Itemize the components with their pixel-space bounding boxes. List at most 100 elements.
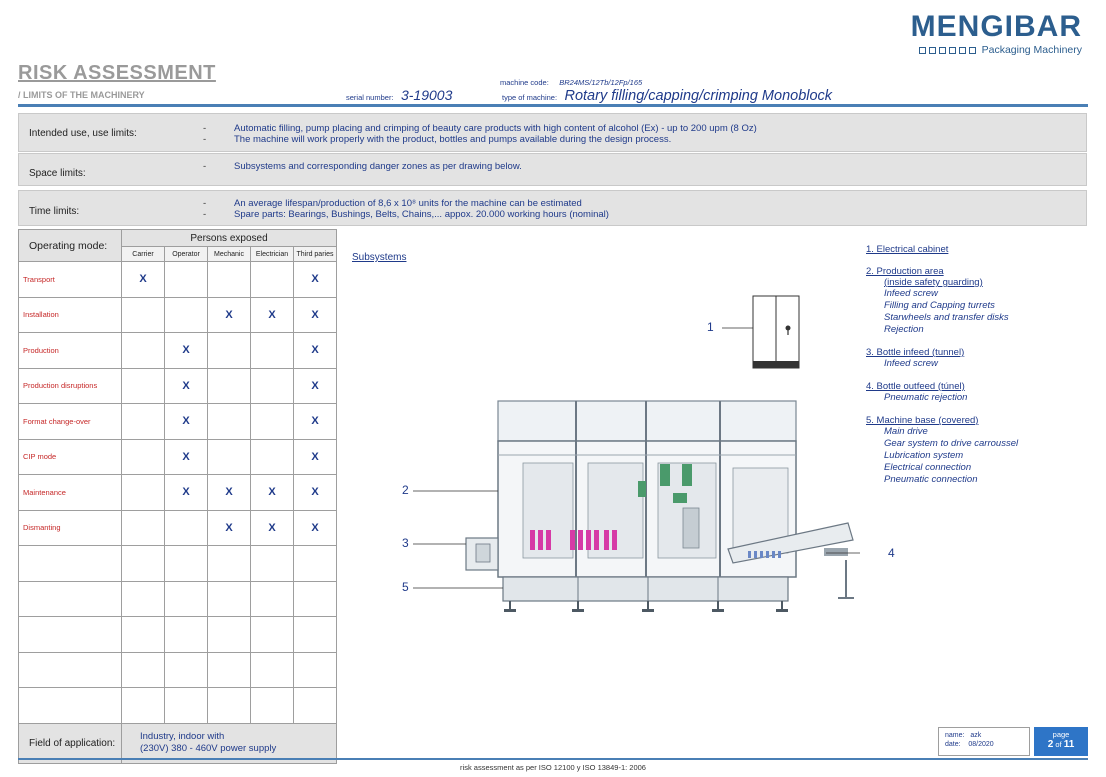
machine-code-block: machine code: BR24MS/12Tb/12Fp/165 <box>500 72 642 90</box>
legend-sub: (inside safety guarding) <box>884 277 983 288</box>
limit-row-intended-use: Intended use, use limits: - - Automatic … <box>18 113 1087 152</box>
operating-mode-name: CIP mode <box>18 438 122 475</box>
subsystems-title: Subsystems <box>352 252 407 263</box>
legend-item: Gear system to drive carroussel <box>884 438 1019 449</box>
exposure-mark: X <box>293 403 337 440</box>
machine-type-value: Rotary filling/capping/crimping Monobloc… <box>564 88 833 104</box>
exposure-mark <box>207 687 251 724</box>
operating-mode-name: Transport <box>18 261 122 298</box>
legend-item: Infeed screw <box>884 288 938 299</box>
callout-leaders <box>413 327 860 589</box>
logo-tagline-row: Packaging Machinery <box>911 44 1082 56</box>
operating-mode-name: Maintenance <box>18 474 122 511</box>
exposure-mark: X <box>293 474 337 511</box>
exposure-mark <box>207 651 251 688</box>
exposure-mark <box>164 296 208 333</box>
col-operator: Operator <box>164 246 208 262</box>
operating-mode-name <box>18 580 122 617</box>
exposure-mark: X <box>164 332 208 369</box>
callout-5: 5 <box>402 580 409 594</box>
persons-exposed-header: Persons exposed <box>121 228 337 248</box>
legend-head: 2. Production area <box>866 266 944 277</box>
legend-head: 3. Bottle infeed (tunnel) <box>866 347 965 358</box>
exposure-mark <box>250 332 294 369</box>
footer-rule <box>18 758 1088 760</box>
callout-4: 4 <box>888 546 895 560</box>
operating-mode-header: Operating mode: <box>18 229 122 262</box>
machine-code-label: machine code: <box>500 78 549 87</box>
exposure-mark: X <box>164 403 208 440</box>
callout-1: 1 <box>707 320 714 334</box>
operating-mode-name: Production disruptions <box>18 367 122 404</box>
exposure-mark <box>121 474 165 511</box>
limit-label: Space limits: <box>29 168 86 179</box>
exposure-mark: X <box>293 261 337 298</box>
exposure-mark <box>250 403 294 440</box>
exposure-mark: X <box>293 332 337 369</box>
callout-2: 2 <box>402 483 409 497</box>
limit-line: The machine will work properly with the … <box>234 134 672 145</box>
legend-item: Pneumatic connection <box>884 474 978 485</box>
exposure-mark <box>293 580 337 617</box>
exposure-mark <box>164 545 208 582</box>
exposure-mark <box>293 616 337 653</box>
page-current: 2 <box>1047 739 1054 750</box>
page-total: 11 <box>1063 739 1075 750</box>
exposure-mark: X <box>250 509 294 546</box>
date-label: date: <box>945 741 961 748</box>
exposure-mark <box>121 438 165 475</box>
exposure-mark: X <box>207 296 251 333</box>
exposure-mark: X <box>207 474 251 511</box>
machine-frame-drawing <box>465 400 854 612</box>
author-box: name: azk date: 08/2020 <box>938 727 1030 756</box>
company-logo: MENGIBAR Packaging Machinery <box>911 12 1082 57</box>
exposure-mark <box>207 332 251 369</box>
field-line: (230V) 380 - 460V power supply <box>140 743 277 754</box>
legend-item: Main drive <box>884 426 928 437</box>
subsystems-legend: 1. Electrical cabinet 2. Production area… <box>866 244 1086 486</box>
header-rule <box>18 104 1088 107</box>
operating-mode-name <box>18 651 122 688</box>
exposure-mark <box>293 651 337 688</box>
field-line: Industry, indoor with <box>140 731 225 742</box>
col-third-parties: Third paries <box>293 246 337 262</box>
exposure-mark <box>293 545 337 582</box>
exposure-mark <box>293 687 337 724</box>
exposure-mark <box>121 296 165 333</box>
exposure-mark: X <box>250 474 294 511</box>
page-label: page <box>1052 730 1070 739</box>
machine-type-label: type of machine: <box>502 93 558 102</box>
dash: - <box>203 209 207 220</box>
exposure-mark: X <box>164 367 208 404</box>
exposure-mark: X <box>164 474 208 511</box>
logo-tagline: Packaging Machinery <box>981 44 1082 56</box>
exposure-mark: X <box>207 509 251 546</box>
exposure-mark <box>207 261 251 298</box>
exposure-mark <box>250 687 294 724</box>
exposure-mark <box>164 509 208 546</box>
operating-row <box>18 651 337 688</box>
exposure-mark: X <box>293 509 337 546</box>
legend-item: Electrical connection <box>884 462 972 473</box>
exposure-mark <box>164 651 208 688</box>
exposure-mark <box>121 367 165 404</box>
electrical-cabinet-drawing <box>752 295 800 369</box>
exposure-mark <box>121 651 165 688</box>
date-value: 08/2020 <box>968 741 994 748</box>
exposure-mark: X <box>293 296 337 333</box>
machine-code-value: BR24MS/12Tb/12Fp/165 <box>559 78 643 87</box>
exposure-mark: X <box>293 367 337 404</box>
exposure-mark <box>121 509 165 546</box>
legend-item: Pneumatic rejection <box>884 392 968 403</box>
exposure-mark <box>121 687 165 724</box>
page-title: RISK ASSESSMENT <box>18 62 216 84</box>
exposure-mark <box>207 545 251 582</box>
name-value: azk <box>970 732 982 739</box>
exposure-mark <box>250 580 294 617</box>
exposure-mark <box>250 438 294 475</box>
